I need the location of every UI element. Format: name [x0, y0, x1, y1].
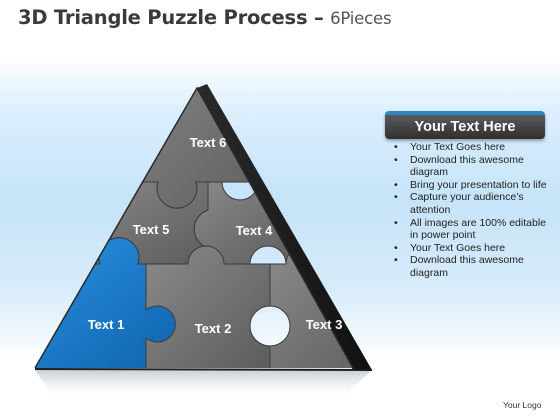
panel-header: Your Text Here [385, 111, 545, 139]
pyramid-edge [34, 86, 354, 369]
bullet-item: All images are 100% editable in power po… [392, 217, 552, 242]
pyramid-side-face [197, 84, 372, 370]
piece-4-label: Text 4 [236, 223, 273, 238]
logo-text: Your Logo [503, 400, 542, 410]
bullet-item: Capture your audience’s attention [392, 191, 552, 216]
pyramid-base [34, 368, 373, 371]
piece-2-label: Text 2 [195, 321, 232, 336]
title-suffix: 6Pieces [330, 9, 392, 28]
floor-reflection [35, 370, 372, 400]
title-main: 3D Triangle Puzzle Process – [18, 6, 324, 29]
bullet-item: Download this awesome diagram [392, 254, 552, 279]
piece-1-label: Text 1 [88, 317, 125, 332]
piece-6-label: Text 6 [190, 135, 227, 150]
panel-header-text: Your Text Here [414, 119, 516, 135]
bullet-item: Bring your presentation to life [392, 179, 552, 192]
bullet-list: Your Text Goes here Download this awesom… [392, 141, 552, 280]
piece-3-label: Text 3 [306, 317, 343, 332]
bullet-item: Your Text Goes here [392, 242, 552, 255]
piece-5-label: Text 5 [133, 222, 170, 237]
bullet-item: Download this awesome diagram [392, 154, 552, 179]
bullet-item: Your Text Goes here [392, 141, 552, 154]
slide-title: 3D Triangle Puzzle Process – 6Pieces [18, 6, 392, 29]
